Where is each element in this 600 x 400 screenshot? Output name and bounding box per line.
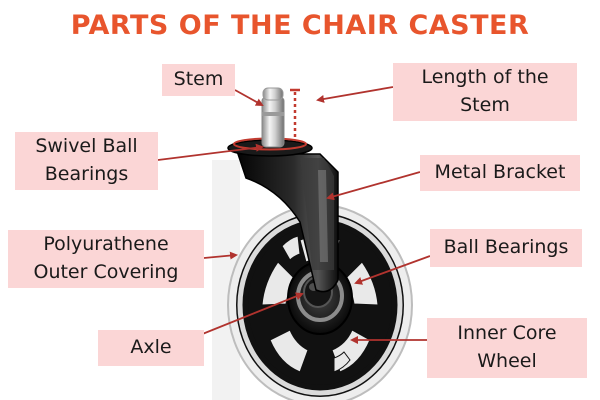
- label-inner-core-wheel: Inner Core Wheel: [427, 318, 587, 378]
- arrow-metal-bracket: [326, 171, 421, 201]
- arrow-stem: [234, 89, 264, 106]
- metal-bracket: [236, 153, 339, 293]
- label-ball-bearings: Ball Bearings: [430, 229, 582, 267]
- stem: [261, 87, 285, 148]
- label-metal-bracket: Metal Bracket: [420, 155, 580, 191]
- arrow-stem-length: [316, 86, 394, 103]
- label-polyurethane-outer-covering: Polyurathene Outer Covering: [8, 230, 204, 288]
- label-axle: Axle: [98, 330, 204, 366]
- label-swivel-ball-bearings: Swivel Ball Bearings: [15, 132, 158, 190]
- arrow-polyurethane: [203, 251, 238, 260]
- label-stem: Stem: [162, 64, 235, 96]
- stem-length-marker: [290, 88, 300, 140]
- arrow-ball-bearings: [354, 255, 431, 285]
- label-stem-length: Length of the Stem: [393, 63, 577, 121]
- diagram-title: PARTS OF THE CHAIR CASTER: [70, 10, 530, 41]
- arrow-swivel-ball-bearings: [157, 143, 264, 161]
